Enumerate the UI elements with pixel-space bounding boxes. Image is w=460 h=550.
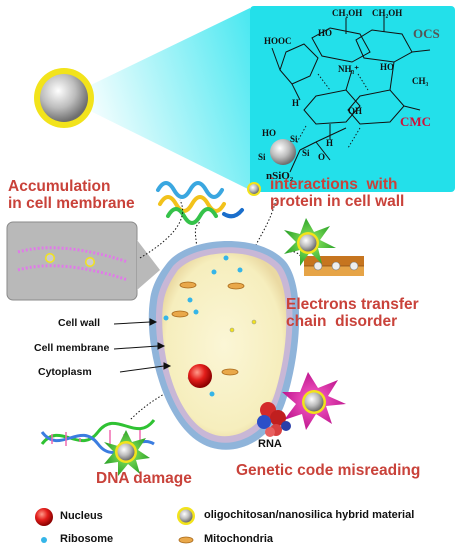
legend-mitochondria-label: Mitochondria	[204, 533, 274, 545]
cell-wall-label: Cell wall	[58, 317, 101, 329]
label-arrows	[113, 318, 172, 373]
chem-hooc: HOOC	[264, 36, 292, 46]
chem-ho-ring: HO	[318, 28, 333, 38]
chem-oh: OH	[348, 106, 363, 116]
cytoplasm-label: Cytoplasm	[38, 366, 92, 378]
electrons-label: Electrons transfer chain disorder	[286, 296, 419, 330]
legend-nucleus-icon	[35, 508, 53, 526]
chem-h-2: H	[326, 138, 334, 148]
rna-label: RNA	[258, 438, 282, 450]
legend-hybrid-label: oligochitosan/nanosilica hybrid material	[204, 509, 415, 521]
chemistry-panel	[250, 6, 455, 192]
electron-transfer-membrane	[304, 256, 364, 276]
chem-ch3: CH₃	[412, 76, 429, 86]
legend-ribosome-label: Ribosome	[60, 533, 114, 545]
bacterial-cell	[148, 240, 300, 450]
zoom-beam	[64, 8, 250, 190]
membrane-inset	[6, 221, 138, 301]
legend-mitochondria-icon	[178, 536, 194, 544]
nanosilica-sphere	[270, 139, 296, 165]
chemical-structure	[271, 16, 431, 173]
chem-ocs-label: OCS	[413, 26, 440, 41]
chem-cmc-label: CMC	[400, 114, 432, 129]
chem-ch2oh-2: CH₂OH	[372, 8, 403, 18]
cell-nucleus	[188, 364, 212, 388]
chem-nh3: NH₃⁺	[338, 64, 359, 74]
interactions-label: interactions with protein in cell wall	[270, 176, 405, 210]
chem-ho-2: HO	[380, 62, 395, 72]
chem-si-2: Si	[302, 148, 310, 158]
chem-o-1: O	[318, 152, 326, 162]
lipid-bilayer	[17, 246, 129, 282]
chem-si-1: Si	[290, 134, 298, 144]
hybrid-nanoparticle-core	[40, 74, 88, 122]
chem-nsio2-label: nSiO₂	[266, 170, 294, 182]
protein-structure	[156, 181, 244, 225]
membrane-inset-pointer	[137, 240, 160, 290]
genetic-label: Genetic code misreading	[236, 462, 421, 479]
chem-h-1: H	[292, 98, 300, 108]
chem-ch2oh-1: CH₂OH	[332, 8, 363, 18]
rna-cluster	[257, 402, 291, 437]
dna-damage-label: DNA damage	[96, 470, 192, 487]
accumulation-label: Accumulation in cell membrane	[8, 178, 135, 212]
chem-si-3: Si	[258, 152, 266, 162]
cell-membrane-label: Cell membrane	[34, 342, 110, 354]
hydrogen-bonds	[295, 73, 369, 149]
chem-ho-3: HO	[262, 128, 277, 138]
legend-nucleus-label: Nucleus	[60, 510, 103, 522]
legend-ribosome-icon	[41, 537, 47, 543]
